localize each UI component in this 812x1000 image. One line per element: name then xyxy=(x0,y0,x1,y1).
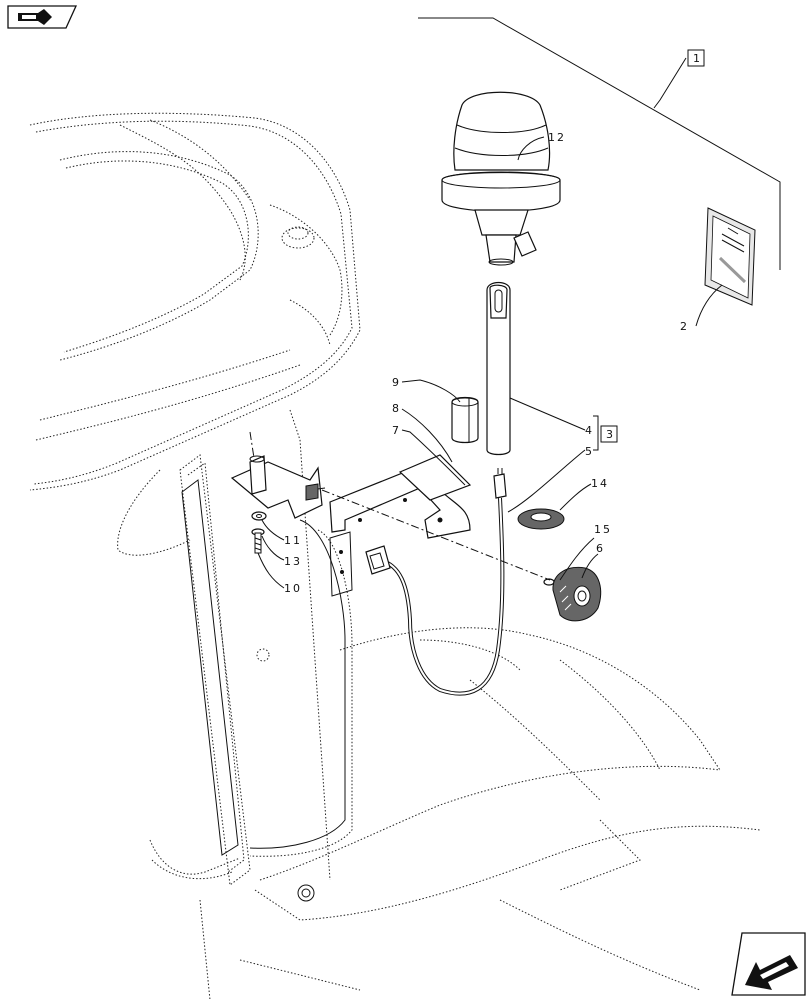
svg-text:13: 13 xyxy=(284,555,302,568)
svg-text:4: 4 xyxy=(585,424,594,437)
mounting-pole xyxy=(486,281,511,456)
instruction-leaflet xyxy=(704,207,756,306)
svg-text:15: 15 xyxy=(594,523,612,536)
callout-5: 5 xyxy=(585,445,594,458)
screw xyxy=(251,528,265,554)
callout-14: 14 xyxy=(591,477,609,490)
cab-roof-outline xyxy=(29,112,361,491)
svg-text:8: 8 xyxy=(392,402,401,415)
svg-text:10: 10 xyxy=(284,582,302,595)
svg-text:5: 5 xyxy=(585,445,594,458)
svg-text:7: 7 xyxy=(392,424,401,437)
back-arrow-icon[interactable] xyxy=(731,932,806,996)
callout-15: 15 xyxy=(594,523,612,536)
cable-harness xyxy=(365,468,507,696)
callout-11: 11 xyxy=(284,534,302,547)
leader-lines xyxy=(257,57,723,589)
washer xyxy=(251,511,267,521)
floor-outline xyxy=(199,627,761,1000)
svg-text:3: 3 xyxy=(606,428,615,441)
center-line xyxy=(249,431,551,581)
callout-12: 12 xyxy=(548,131,566,144)
callout-4: 4 xyxy=(585,424,594,437)
beacon-light xyxy=(441,91,561,266)
callout-10: 10 xyxy=(284,582,302,595)
bracket-lower xyxy=(230,455,326,519)
callout-7: 7 xyxy=(392,424,401,437)
callout-1: 1 xyxy=(687,49,705,67)
callout-3: 3 xyxy=(600,425,618,443)
svg-text:2: 2 xyxy=(680,320,689,333)
mounting-plate xyxy=(256,531,353,662)
svg-text:12: 12 xyxy=(548,131,566,144)
callout-13: 13 xyxy=(284,555,302,568)
kit-boundary-line xyxy=(418,17,781,270)
svg-text:1: 1 xyxy=(693,52,702,65)
callout-2: 2 xyxy=(680,320,689,333)
roof-button-detail xyxy=(281,226,315,249)
forward-arrow-icon[interactable] xyxy=(7,5,78,29)
svg-text:6: 6 xyxy=(596,542,605,555)
knob-nut xyxy=(552,566,602,622)
svg-text:14: 14 xyxy=(591,477,609,490)
callout-6: 6 xyxy=(596,542,605,555)
bracket-upper xyxy=(329,454,472,539)
callout-8: 8 xyxy=(392,402,401,415)
cab-pillar xyxy=(117,409,353,886)
svg-text:11: 11 xyxy=(284,534,302,547)
sleeve xyxy=(451,396,479,444)
svg-text:9: 9 xyxy=(392,376,401,389)
grommet xyxy=(517,508,565,530)
callout-9: 9 xyxy=(392,376,401,389)
